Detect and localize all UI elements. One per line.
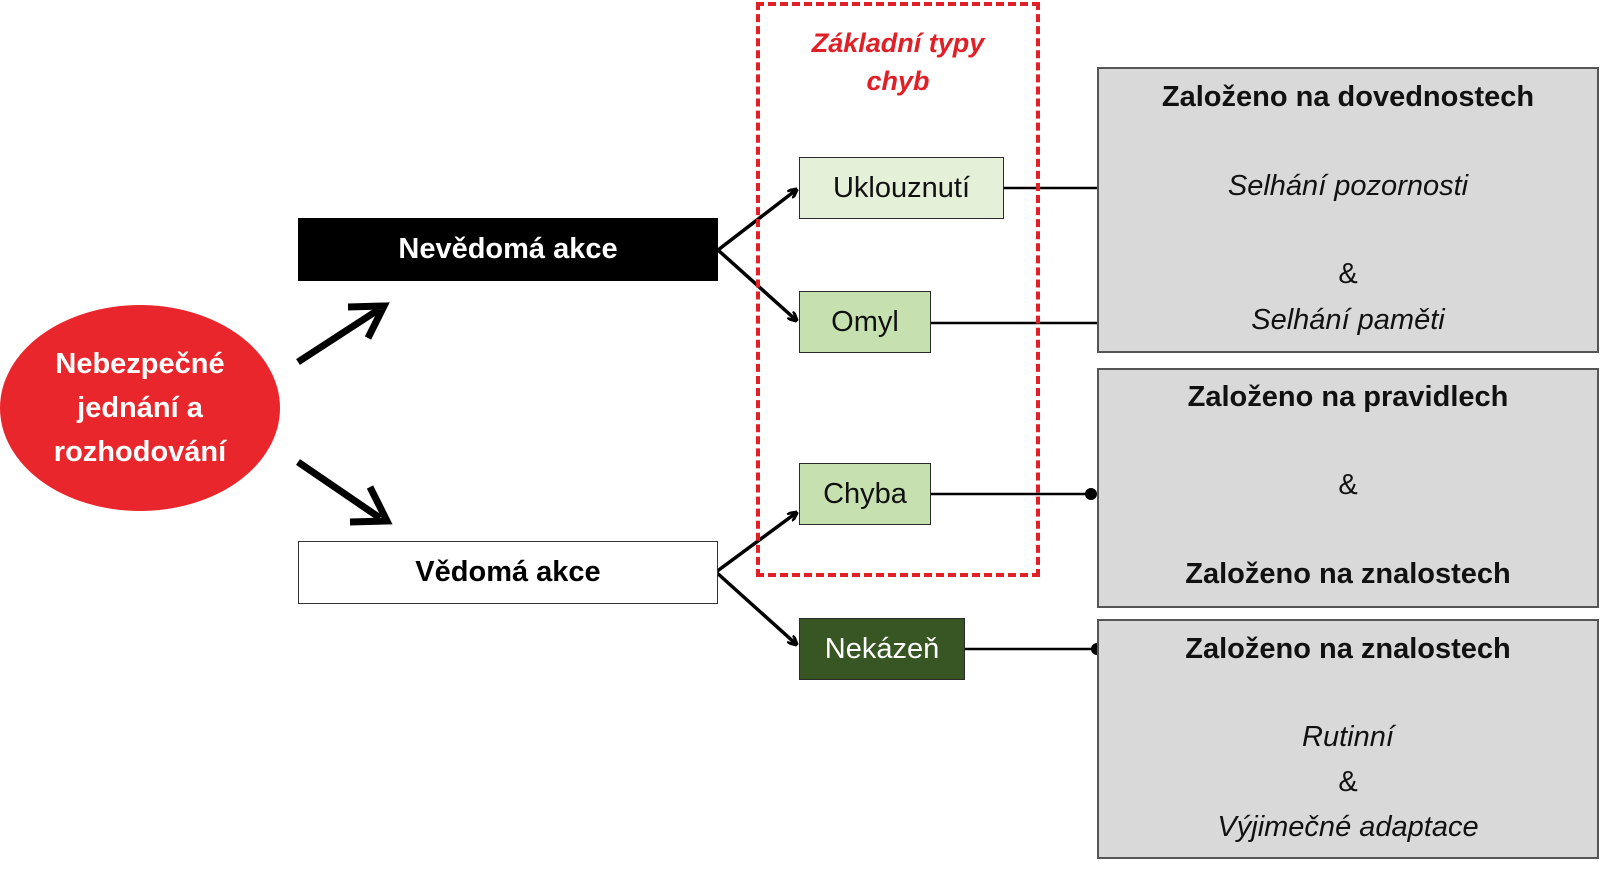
skills-panel: Založeno na dovednostech Selhání pozorno… [1097,67,1599,353]
skills-item-memory: Selhání paměti [1251,304,1445,336]
violation-box: Nekázeň [799,618,965,680]
knowledge-ampersand: & [1338,766,1358,798]
slip-label: Uklouznutí [832,171,970,204]
unconscious-action-label: Nevědomá akce [398,233,618,265]
mistake-label: Chyba [823,477,907,510]
knowledge-heading: Založeno na znalostech [1185,558,1511,590]
knowledge-item-exceptional: Výjimečné adaptace [1217,811,1479,843]
rules-knowledge-panel: Založeno na pravidlech & Založeno na zna… [1097,368,1599,608]
error-types-title: Základní typy chyb [760,24,1036,100]
arrow-to-unconscious [296,302,390,365]
lapse-label: Omyl [831,305,899,338]
mistake-box: Chyba [799,463,931,525]
rules-ampersand: & [1338,469,1358,501]
violation-label: Nekázeň [824,632,940,665]
root-line-3: rozhodování [53,436,227,468]
root-line-1: Nebezpečné [55,348,225,380]
conscious-action-box: Vědomá akce [298,541,718,604]
root-node: Nebezpečné jednání a rozhodování [0,305,280,511]
slip-box: Uklouznutí [799,157,1004,219]
skills-ampersand: & [1338,258,1358,290]
knowledge-panel-heading: Založeno na znalostech [1185,633,1511,665]
lapse-box: Omyl [799,291,931,353]
error-types-title-line-1: Základní typy [811,28,985,58]
knowledge-panel: Založeno na znalostech Rutinní & Výjimeč… [1097,619,1599,859]
unconscious-action-box: Nevědomá akce [298,218,718,281]
knowledge-item-routine: Rutinní [1302,721,1394,753]
arrow-conscious-violation [714,570,796,644]
conscious-action-label: Vědomá akce [415,556,601,588]
rules-heading: Založeno na pravidlech [1187,381,1509,413]
root-line-2: jednání a [77,392,203,424]
error-types-title-line-2: chyb [866,66,930,96]
link-violation-knowledge [965,643,1103,655]
arrow-to-conscious [296,459,393,526]
skills-heading: Založeno na dovednostech [1161,81,1535,113]
link-mistake-rules [931,488,1097,500]
skills-item-attention: Selhání pozornosti [1227,170,1469,202]
error-types-frame: Základní typy chyb [756,2,1040,577]
